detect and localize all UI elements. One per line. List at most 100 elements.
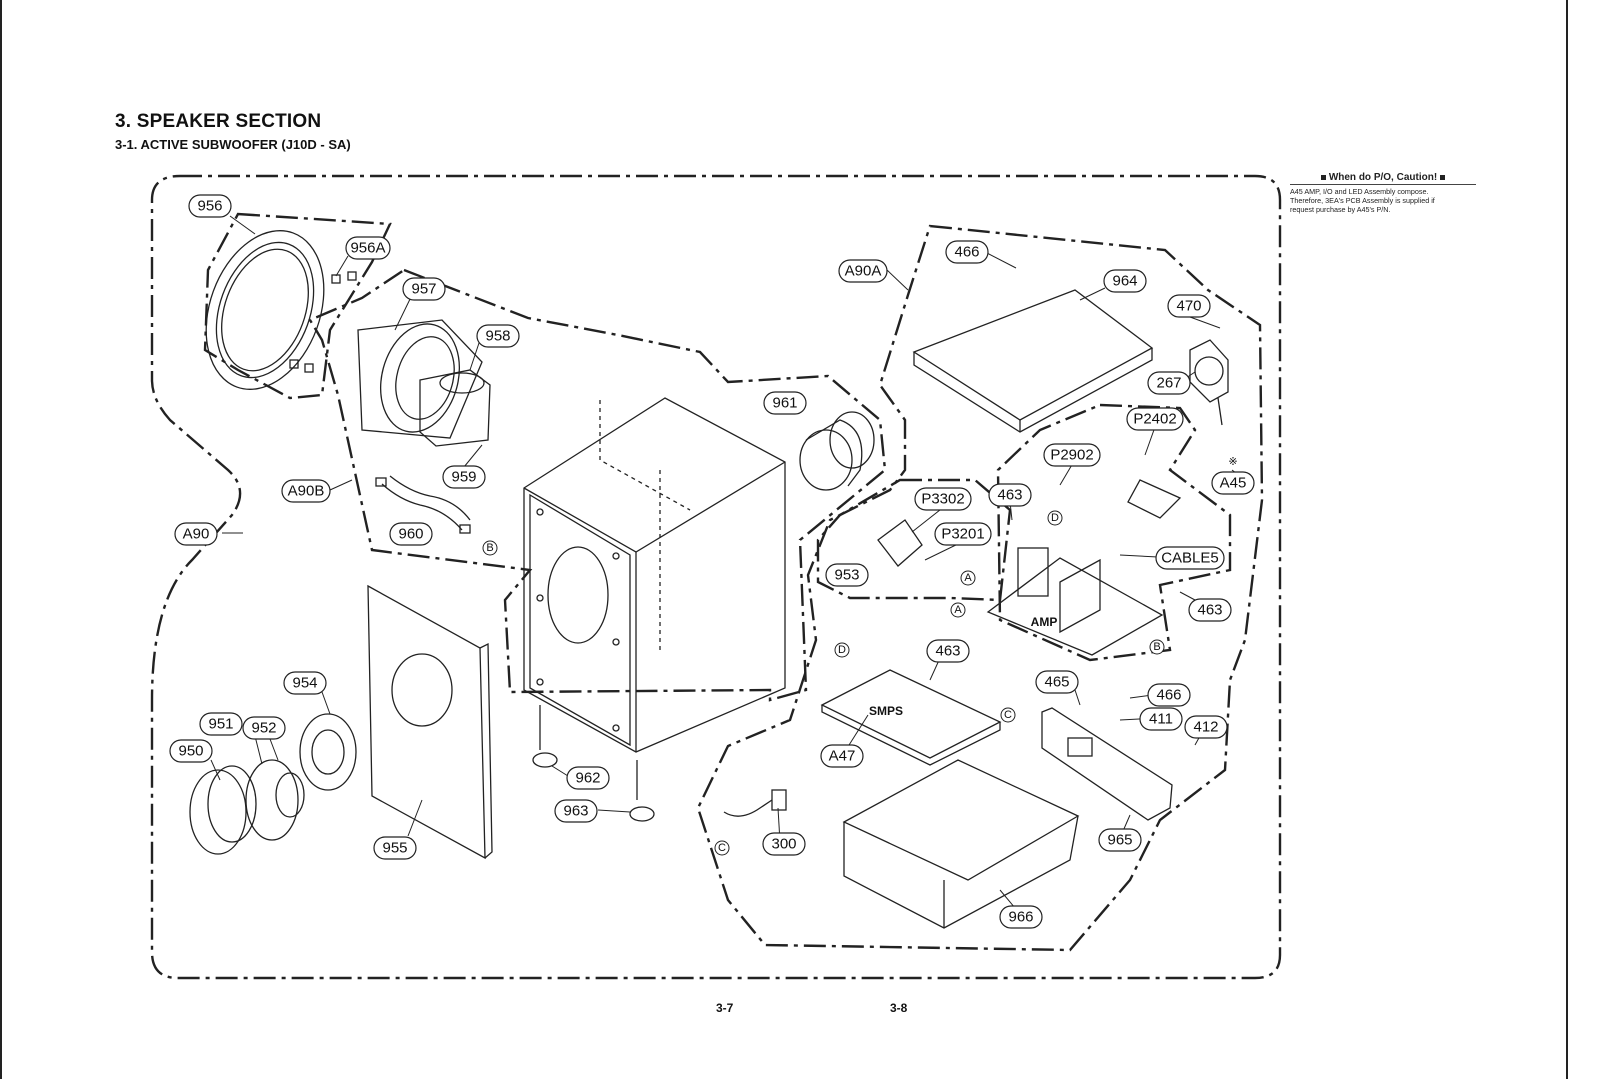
callout-955: 955 xyxy=(373,836,417,860)
callout-412-label: 412 xyxy=(1193,719,1218,736)
callout-a45-label: A45 xyxy=(1220,475,1247,492)
callout-959-label: 959 xyxy=(451,469,476,486)
callout-a90-label: A90 xyxy=(183,526,210,543)
callout-465: 465 xyxy=(1035,670,1079,694)
caution-title: When do P/O, Caution! xyxy=(1328,172,1438,183)
outer-boundary xyxy=(150,174,1282,980)
callout-957-label: 957 xyxy=(411,281,436,298)
note-mark-symbol: ※ xyxy=(1228,456,1237,468)
front-grill-955 xyxy=(367,584,493,860)
callout-956: 956 xyxy=(188,194,232,218)
callout-952: 952 xyxy=(242,716,286,740)
callout-951-label: 951 xyxy=(208,716,233,733)
callout-959: 959 xyxy=(442,465,486,489)
connector-c-2: C xyxy=(714,840,730,856)
callout-a47: A47 xyxy=(820,744,864,768)
callout-964: 964 xyxy=(1103,269,1147,293)
callout-267: 267 xyxy=(1147,371,1191,395)
callout-a90: A90 xyxy=(174,522,218,546)
caution-body: A45 AMP, I/O and LED Assembly compose. T… xyxy=(1290,184,1476,214)
connector-d-2-label: D xyxy=(838,644,846,656)
callout-a90a-label: A90A xyxy=(845,263,882,280)
callout-a45: A45 xyxy=(1211,471,1255,495)
callout-300: 300 xyxy=(762,832,806,856)
callout-463-a-label: 463 xyxy=(997,487,1022,504)
callout-411-label: 411 xyxy=(1149,711,1173,728)
connector-b-1: B xyxy=(482,540,498,556)
caution-line: request purchase by A45's P/N. xyxy=(1290,205,1391,214)
callout-267-label: 267 xyxy=(1156,375,1181,392)
callout-412: 412 xyxy=(1184,715,1228,739)
callout-p2902: P2902 xyxy=(1043,443,1101,467)
connector-a-1-label: A xyxy=(964,572,972,584)
callout-960-label: 960 xyxy=(398,526,423,543)
connector-markers: B D A A B D C C xyxy=(482,510,1165,856)
callout-465-label: 465 xyxy=(1044,674,1069,691)
smps-board-label: SMPS xyxy=(869,704,903,718)
callout-950-label: 950 xyxy=(178,743,203,760)
callout-963-label: 963 xyxy=(563,803,588,820)
callout-cable5-label: CABLE5 xyxy=(1161,550,1219,567)
callout-956a-label: 956A xyxy=(350,240,385,257)
callout-952-label: 952 xyxy=(251,720,276,737)
callout-961-label: 961 xyxy=(772,395,797,412)
screws-956a xyxy=(289,271,357,373)
callout-962-label: 962 xyxy=(575,770,600,787)
callout-958-label: 958 xyxy=(485,328,510,345)
callout-463-b-label: 463 xyxy=(1197,602,1222,619)
page-border-left xyxy=(0,0,2,1079)
group-a90a-boundary xyxy=(696,224,1264,952)
connector-b-1-label: B xyxy=(486,542,493,554)
callout-966: 966 xyxy=(999,905,1043,929)
page-number-left: 3-7 xyxy=(716,1001,734,1015)
connector-c-1-label: C xyxy=(1004,709,1012,721)
callout-463-c: 463 xyxy=(926,639,970,663)
rear-panel-965 xyxy=(1041,707,1173,821)
caution-line: A45 AMP, I/O and LED Assembly compose. xyxy=(1290,187,1429,196)
connector-a-2-label: A xyxy=(954,604,962,616)
callout-p3302-label: P3302 xyxy=(921,491,964,508)
dome-parts xyxy=(189,705,655,855)
group-953-boundary xyxy=(816,478,1012,602)
group-amp-boundary xyxy=(996,403,1232,662)
callout-a90b-label: A90B xyxy=(288,483,325,500)
top-cover-964 xyxy=(912,289,1154,433)
callout-p3201-label: P3201 xyxy=(941,526,984,543)
callout-p3201: P3201 xyxy=(934,522,992,546)
callout-466-top: 466 xyxy=(945,240,989,264)
amp-board xyxy=(986,479,1182,656)
callout-466-bottom: 466 xyxy=(1147,683,1191,707)
caution-line: Therefore, 3EA's PCB Assembly is supplie… xyxy=(1290,196,1435,205)
connector-d-2: D xyxy=(834,642,850,658)
bracket-953 xyxy=(877,519,923,567)
woofer-957 xyxy=(357,319,483,439)
callout-965-label: 965 xyxy=(1107,832,1132,849)
callout-463-b: 463 xyxy=(1188,598,1232,622)
callout-954-label: 954 xyxy=(292,675,317,692)
connector-c-1: C xyxy=(1000,707,1016,723)
callout-463-c-label: 463 xyxy=(935,643,960,660)
callout-956-label: 956 xyxy=(197,198,222,215)
callout-300-label: 300 xyxy=(771,836,796,853)
callout-470-label: 470 xyxy=(1176,298,1201,315)
fan-470 xyxy=(1189,339,1229,426)
amp-board-label: AMP xyxy=(1031,615,1058,629)
connector-b-2: B xyxy=(1149,639,1165,655)
group-a90b-boundary xyxy=(308,268,887,702)
callouts: 956 956A 957 958 959 960 961 A90B A90 95… xyxy=(169,194,1255,929)
wire-harness-960 xyxy=(375,475,471,534)
callout-466-bottom-label: 466 xyxy=(1156,687,1181,704)
connector-b-2-label: B xyxy=(1153,641,1160,653)
callout-965: 965 xyxy=(1098,828,1142,852)
callout-957: 957 xyxy=(402,277,446,301)
page-border-right xyxy=(1566,0,1568,1079)
callout-p2402: P2402 xyxy=(1126,407,1184,431)
callout-960: 960 xyxy=(389,522,433,546)
magnet-958 xyxy=(419,369,491,447)
power-cord-300 xyxy=(723,789,787,817)
bullet-square-icon xyxy=(1440,174,1446,180)
callout-956a: 956A xyxy=(345,236,391,260)
connector-d-1-label: D xyxy=(1051,512,1059,524)
callout-953: 953 xyxy=(825,563,869,587)
